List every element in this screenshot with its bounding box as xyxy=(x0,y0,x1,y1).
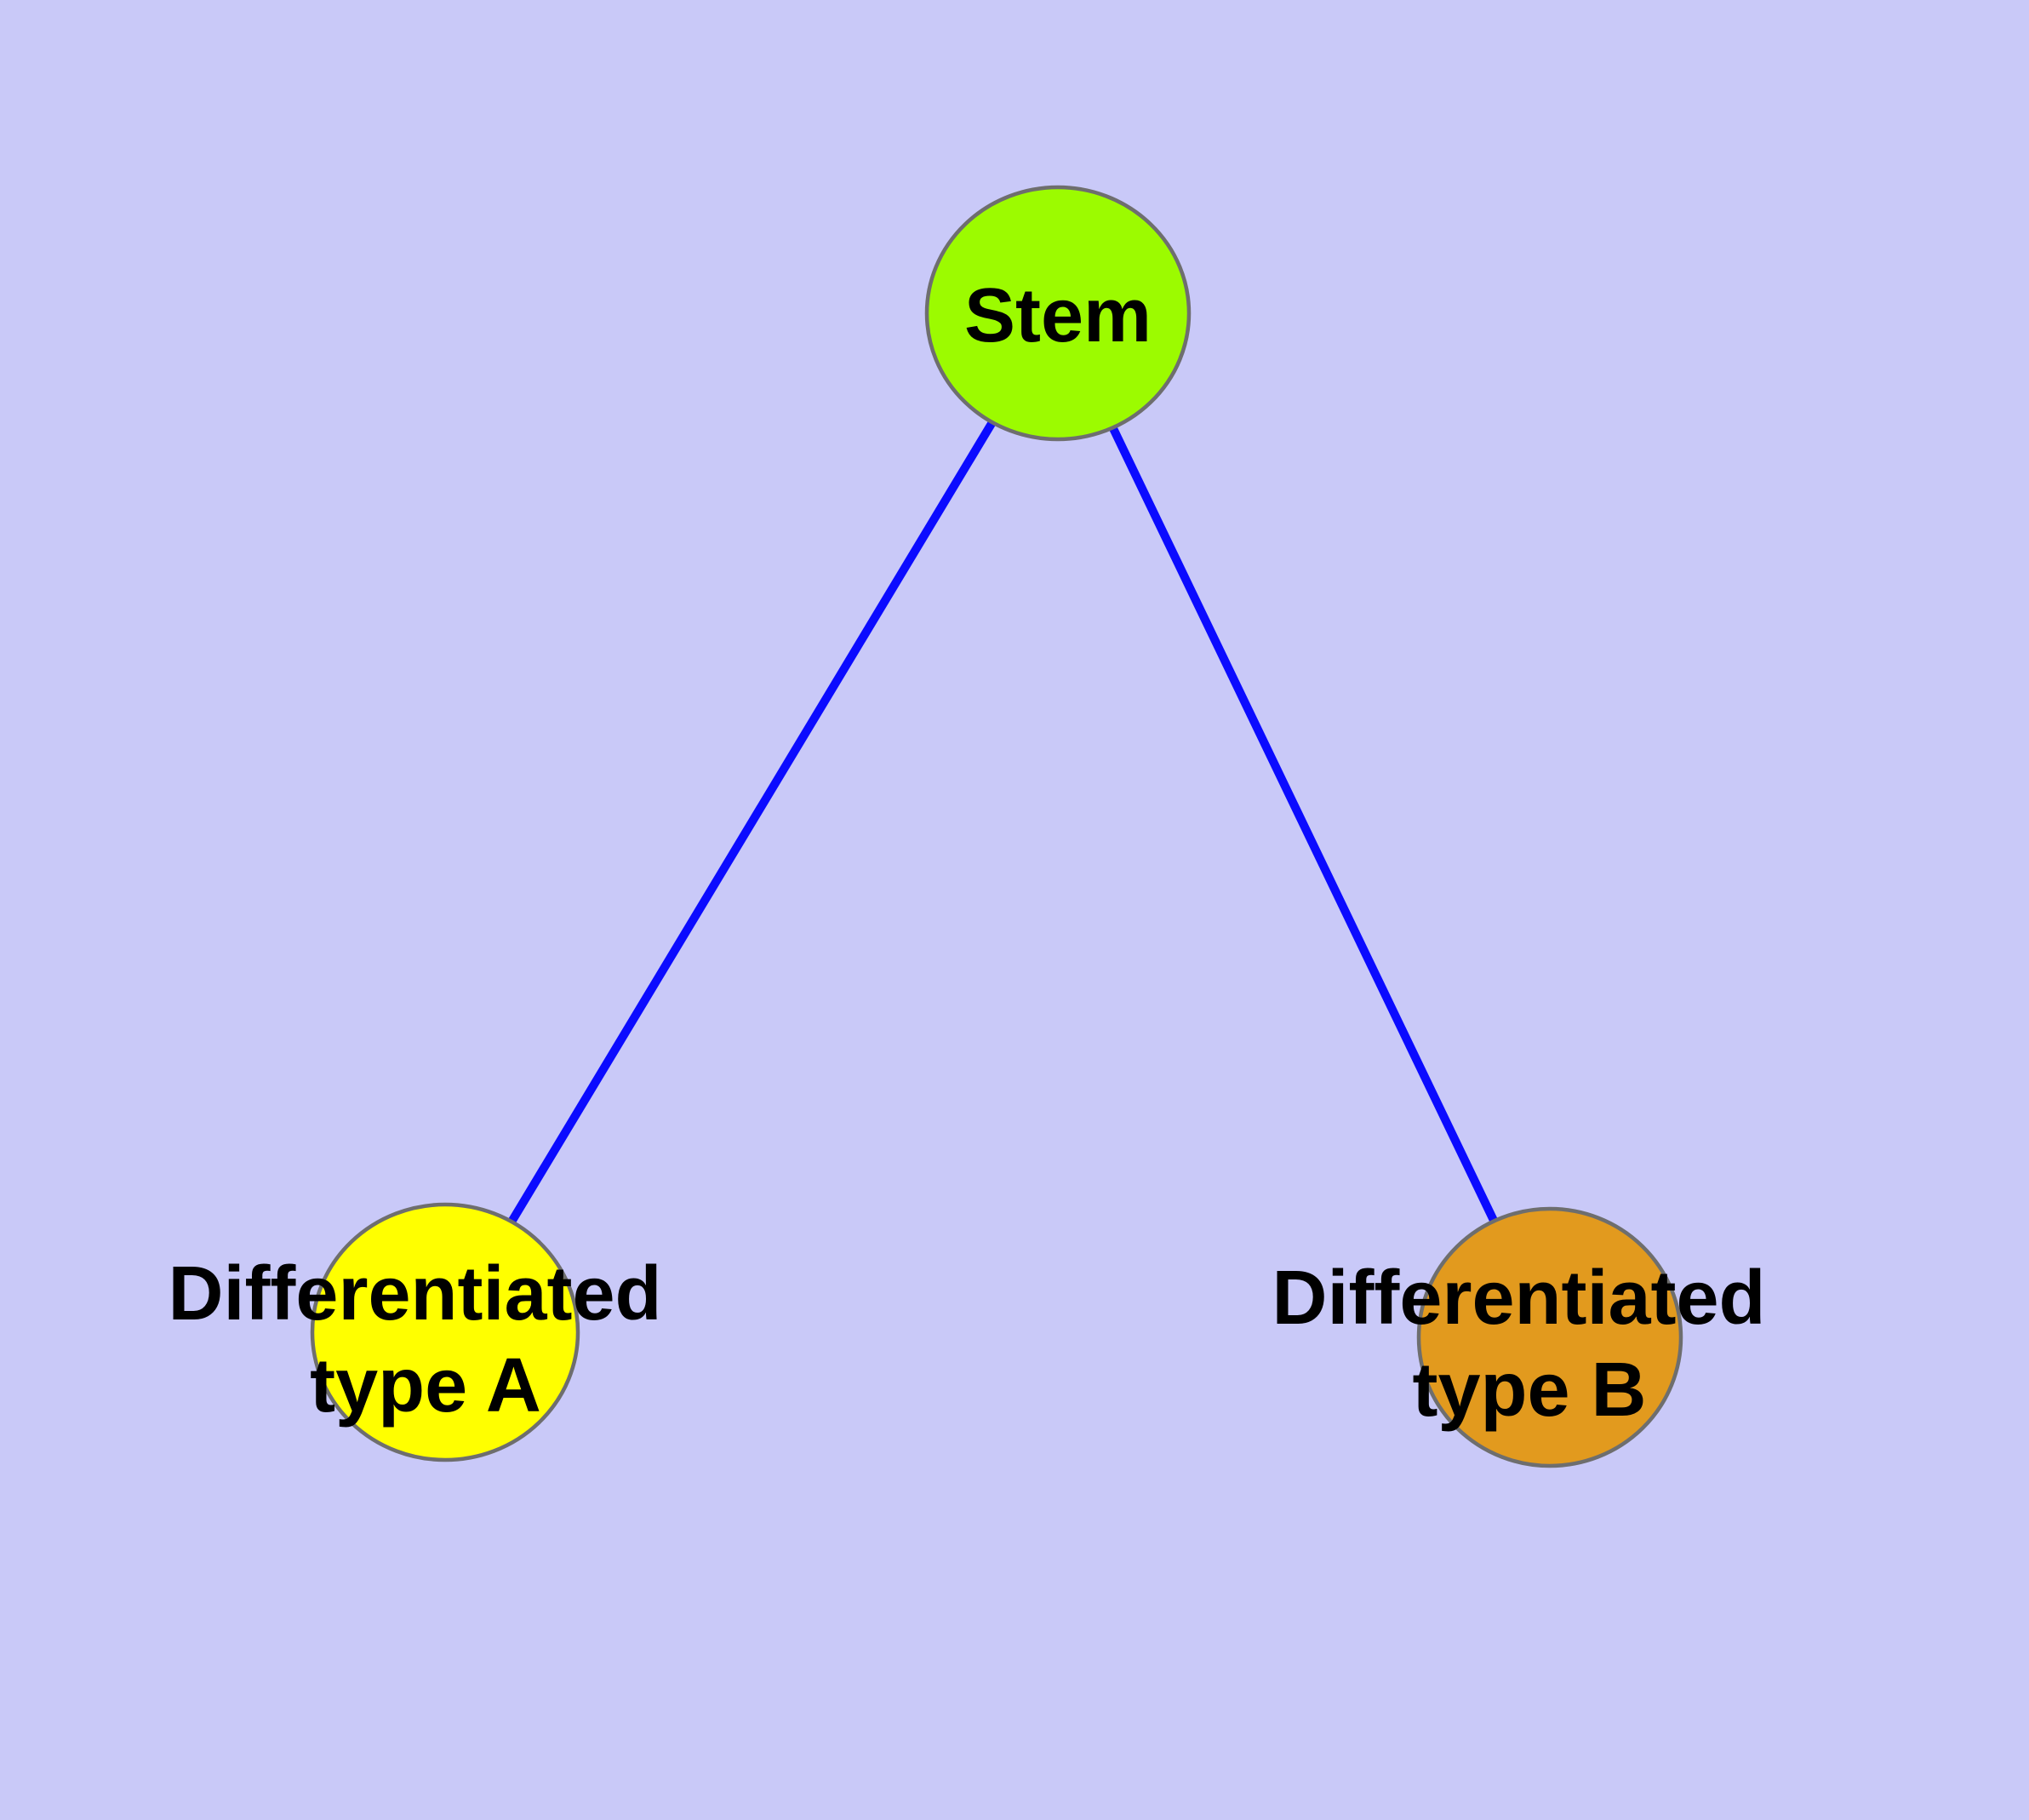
node-type-a-label-line1: Differentiated xyxy=(168,1251,661,1336)
edge-stem-to-type-a xyxy=(441,311,1062,1335)
node-differentiated-type-b xyxy=(1416,1206,1683,1468)
node-stem xyxy=(924,185,1192,442)
node-type-b-label-line1: Differentiated xyxy=(1272,1256,1765,1341)
edge-stem-to-type-b xyxy=(1054,311,1554,1340)
node-differentiated-type-a xyxy=(310,1202,580,1462)
node-stem-label: Stem xyxy=(964,273,1152,358)
node-type-b-label-line2: type B xyxy=(1412,1348,1646,1433)
node-type-a-label-line2: type A xyxy=(310,1343,541,1428)
node-type-a-label: Differentiated type A xyxy=(168,1251,683,1428)
node-type-b-label: Differentiated type B xyxy=(1272,1256,1786,1433)
